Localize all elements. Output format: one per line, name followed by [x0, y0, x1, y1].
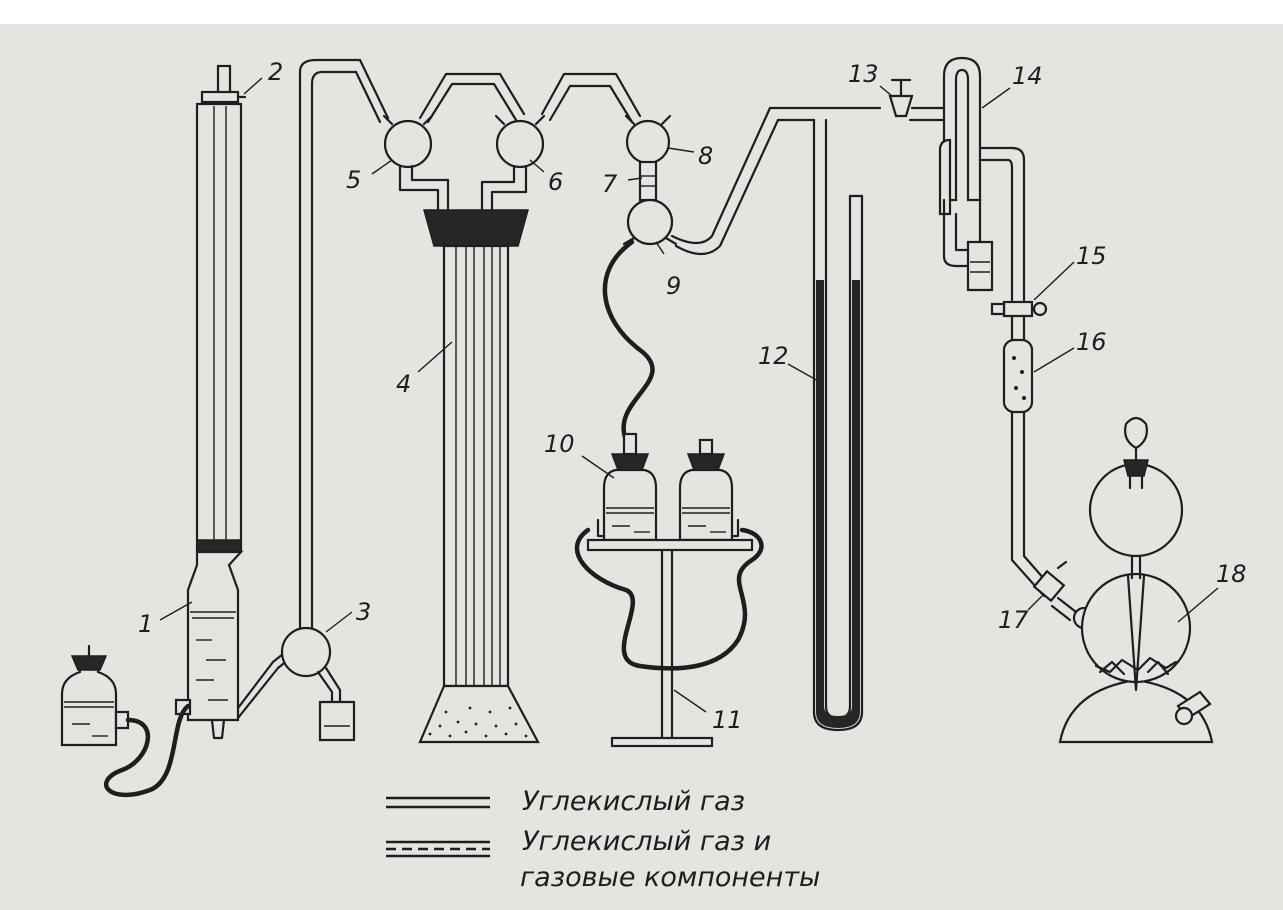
- stopcock-8: [624, 114, 672, 165]
- label-3: 3: [356, 598, 371, 626]
- label-18: 18: [1216, 560, 1247, 588]
- manifold-tubing: [354, 58, 642, 124]
- kipp-apparatus-18: [1058, 416, 1214, 744]
- label-15: 15: [1076, 242, 1107, 270]
- label-12: 12: [758, 342, 789, 370]
- label-9: 9: [666, 272, 681, 300]
- column-4: [418, 209, 540, 744]
- part-labels: 1 2 3 4 5 6 7 8 9 10 11 12 13 14 15 16 1…: [138, 58, 1247, 734]
- legend: Углекислый газ Углекислый газ и газовые …: [386, 786, 820, 893]
- legend-swatch-solid: [386, 796, 490, 809]
- label-17: 17: [998, 606, 1029, 634]
- drying-tube-16: [1002, 314, 1034, 414]
- label-14: 14: [1012, 62, 1043, 90]
- stopcock-13: [888, 78, 946, 122]
- burette-1: [174, 64, 247, 740]
- rubber-hose-9-10: [602, 239, 655, 443]
- top-white-strip: [0, 0, 1205, 24]
- leveling-bottle: [60, 644, 130, 747]
- manometer-12: [812, 118, 864, 732]
- legend-swatch-dashed: [386, 840, 490, 858]
- stopcock-3: [236, 58, 362, 742]
- label-2: 2: [268, 58, 283, 86]
- trap-14: [938, 56, 1026, 302]
- absorber-bottles-10: [596, 432, 740, 542]
- legend-label-co2-components-line2: газовые компоненты: [520, 862, 820, 893]
- label-13: 13: [848, 60, 879, 88]
- label-5: 5: [346, 166, 361, 194]
- rubber-hose-bottle: [103, 703, 191, 798]
- label-4: 4: [396, 370, 411, 398]
- stopcock-6: [480, 114, 546, 212]
- rubber-hose-bottles: [574, 527, 764, 671]
- legend-label-co2: Углекислый газ: [522, 786, 745, 817]
- stopcock-9: [622, 198, 678, 246]
- label-6: 6: [548, 168, 563, 196]
- label-leaders: [159, 77, 1219, 713]
- column-packing: [428, 706, 528, 738]
- stopcock-5: [382, 114, 450, 212]
- legend-label-co2-components-line1: Углекислый газ и: [522, 826, 771, 857]
- label-1: 1: [138, 610, 153, 638]
- tube-9-to-13: [670, 106, 882, 245]
- label-7: 7: [602, 170, 618, 198]
- label-16: 16: [1076, 328, 1107, 356]
- label-10: 10: [544, 430, 575, 458]
- tube-16-17: [1010, 410, 1046, 598]
- label-8: 8: [698, 142, 713, 170]
- connector-7: [638, 160, 658, 202]
- stopcock-15: [990, 300, 1048, 318]
- label-11: 11: [712, 706, 743, 734]
- stand-11: [586, 538, 754, 748]
